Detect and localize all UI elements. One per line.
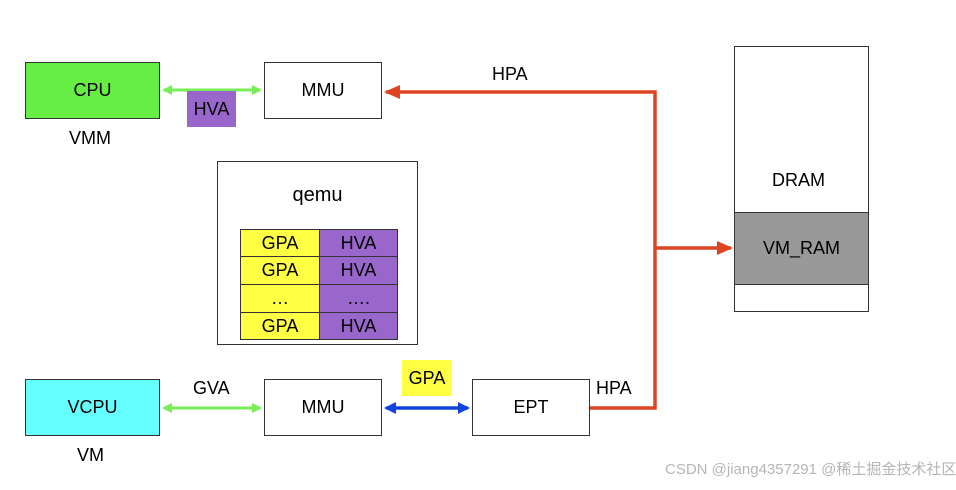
table-cell-gpa: GPA bbox=[240, 312, 320, 340]
table-cell-text: GPA bbox=[261, 315, 299, 336]
top-hpa-label: HPA bbox=[492, 64, 528, 84]
cpu-box: CPU bbox=[25, 62, 160, 119]
table-cell-gpa: GPA bbox=[240, 256, 320, 285]
table-cell-text: …. bbox=[346, 288, 370, 308]
gpa-tag-label: GPA bbox=[408, 367, 446, 388]
vm-label: VM bbox=[77, 445, 104, 465]
hpa-path-line bbox=[384, 85, 657, 410]
cpu-label: CPU bbox=[73, 80, 112, 100]
table-cell-text: HVA bbox=[340, 232, 377, 253]
table-cell-text: GPA bbox=[261, 232, 299, 253]
ept-label: EPT bbox=[513, 397, 549, 417]
vcpu-label: VCPU bbox=[67, 397, 118, 417]
dram-label: DRAM bbox=[772, 170, 825, 190]
connector-layer bbox=[162, 85, 733, 414]
bottom-mmu-label: MMU bbox=[301, 397, 345, 417]
bottom-mmu-box: MMU bbox=[264, 379, 382, 436]
table-cell-hva: …. bbox=[319, 284, 398, 313]
hva-tag: HVA bbox=[187, 91, 236, 127]
watermark: CSDN @jiang4357291 @稀土掘金技术社区 bbox=[665, 461, 956, 478]
gpa-tag: GPA bbox=[402, 360, 452, 396]
table-cell-text: HVA bbox=[340, 315, 377, 336]
hva-tag-label: HVA bbox=[193, 98, 230, 119]
top-mmu-box: MMU bbox=[264, 62, 382, 119]
gva-label: GVA bbox=[193, 378, 230, 398]
top-mmu-label: MMU bbox=[301, 80, 345, 100]
table-cell-text: GPA bbox=[261, 260, 299, 280]
table-cell-text: HVA bbox=[340, 260, 377, 280]
table-cell-hva: HVA bbox=[319, 312, 398, 340]
vmm-label: VMM bbox=[69, 128, 111, 148]
table-cell-text: … bbox=[271, 288, 289, 308]
vm-ram-region: VM_RAM bbox=[734, 212, 869, 285]
ept-box: EPT bbox=[472, 379, 590, 436]
qemu-title: qemu bbox=[292, 184, 343, 206]
table-cell-hva: HVA bbox=[319, 256, 398, 285]
vm-ram-label: VM_RAM bbox=[762, 238, 840, 258]
table-cell-gpa: … bbox=[240, 284, 320, 313]
bottom-hpa-label: HPA bbox=[596, 378, 632, 398]
vcpu-box: VCPU bbox=[25, 379, 160, 436]
table-cell-gpa: GPA bbox=[240, 229, 320, 257]
table-cell-hva: HVA bbox=[319, 229, 398, 257]
